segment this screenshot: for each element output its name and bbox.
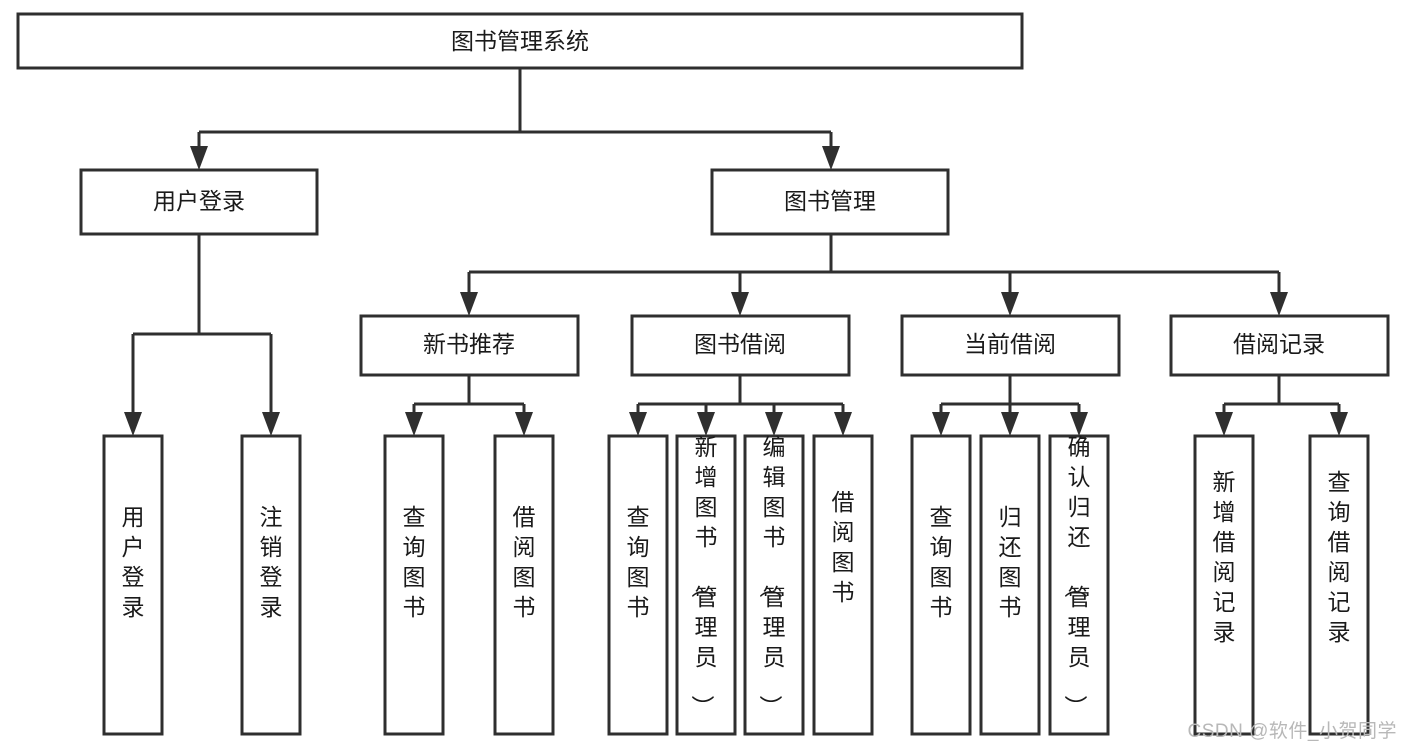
leaf-new-book-2-box[interactable] xyxy=(493,434,555,736)
node-book-manage-label: 图书管理 xyxy=(784,188,876,214)
leaf-borrow-record-1-label: 新增借阅记录 xyxy=(1213,469,1236,645)
arrow-borrow-leaf2 xyxy=(697,412,715,436)
leaf-book-borrow-4-label: 借阅图书 xyxy=(832,489,855,605)
node-root-box[interactable] xyxy=(16,12,1024,70)
leaf-new-book-1-box[interactable] xyxy=(383,434,445,736)
arrow-new-leaf1 xyxy=(405,412,423,436)
arrow-bm-to-record xyxy=(1270,292,1288,316)
leaf-book-borrow-2-box[interactable] xyxy=(675,434,737,736)
node-book-manage[interactable]: 图书管理 xyxy=(710,168,950,236)
leaf-book-borrow-1-label: 查询图书 xyxy=(627,504,650,620)
leaf-book-borrow-2[interactable]: 新增图书（管理员） xyxy=(675,434,737,736)
arrow-new-leaf2 xyxy=(515,412,533,436)
leaf-current-borrow-2-box[interactable] xyxy=(979,434,1041,736)
leaf-current-borrow-1[interactable]: 查询图书 xyxy=(910,434,972,736)
node-new-book-recommend-label: 新书推荐 xyxy=(423,331,515,357)
leaf-user-login-1-label: 用户登录 xyxy=(122,504,145,620)
arrow-root-to-user-login xyxy=(190,146,208,170)
node-current-borrow-box[interactable] xyxy=(900,314,1121,377)
leaf-user-login-1[interactable]: 用户登录 xyxy=(102,434,164,736)
leaf-new-book-1-label: 查询图书 xyxy=(403,504,426,620)
leaf-book-borrow-4[interactable]: 借阅图书 xyxy=(812,434,874,736)
leaf-current-borrow-1-box[interactable] xyxy=(910,434,972,736)
node-user-login-box[interactable] xyxy=(79,168,319,236)
leaf-current-borrow-2-label: 归还图书 xyxy=(999,504,1022,620)
node-root[interactable]: 图书管理系统 xyxy=(16,12,1024,70)
node-borrow-record[interactable]: 借阅记录 xyxy=(1169,314,1390,377)
leaf-book-borrow-3-label: 编辑图书（管理员） xyxy=(758,434,786,718)
arrow-current-leaf2 xyxy=(1001,412,1019,436)
edge-layer xyxy=(124,68,1348,436)
leaf-current-borrow-3[interactable]: 确认归还（管理员） xyxy=(1048,434,1110,736)
arrow-borrow-leaf4 xyxy=(834,412,852,436)
arrow-borrow-leaf3 xyxy=(765,412,783,436)
leaf-book-borrow-1[interactable]: 查询图书 xyxy=(607,434,669,736)
node-borrow-record-label: 借阅记录 xyxy=(1233,331,1325,357)
leaf-current-borrow-3-label: 确认归还（管理员） xyxy=(1063,434,1091,718)
arrow-bm-to-new xyxy=(460,292,478,316)
leaf-borrow-record-2-box[interactable] xyxy=(1308,434,1370,736)
arrow-bm-to-borrow xyxy=(731,292,749,316)
leaf-user-login-2[interactable]: 注销登录 xyxy=(240,434,302,736)
arrow-ul-leaf2 xyxy=(262,412,280,436)
arrow-current-leaf3 xyxy=(1070,412,1088,436)
node-user-login[interactable]: 用户登录 xyxy=(79,168,319,236)
node-new-book-recommend[interactable]: 新书推荐 xyxy=(359,314,580,377)
node-book-borrow-box[interactable] xyxy=(630,314,851,377)
leaf-book-borrow-3-box[interactable] xyxy=(743,434,805,736)
node-user-login-label: 用户登录 xyxy=(153,188,245,214)
leaf-book-borrow-3[interactable]: 编辑图书（管理员） xyxy=(743,434,805,736)
leaf-book-borrow-1-box[interactable] xyxy=(607,434,669,736)
leaf-user-login-2-label: 注销登录 xyxy=(260,504,283,620)
leaf-current-borrow-3-box[interactable] xyxy=(1048,434,1110,736)
arrow-ul-leaf1 xyxy=(124,412,142,436)
leaf-borrow-record-2[interactable]: 查询借阅记录 xyxy=(1308,434,1370,736)
node-current-borrow-label: 当前借阅 xyxy=(964,331,1056,357)
leaf-current-borrow-1-label: 查询图书 xyxy=(930,504,953,620)
leaf-user-login-1-box[interactable] xyxy=(102,434,164,736)
leaf-user-login-2-box[interactable] xyxy=(240,434,302,736)
arrow-borrow-leaf1 xyxy=(629,412,647,436)
node-book-borrow[interactable]: 图书借阅 xyxy=(630,314,851,377)
leaf-borrow-record-1-box[interactable] xyxy=(1193,434,1255,736)
arrow-record-leaf2 xyxy=(1330,412,1348,436)
arrow-bm-to-current xyxy=(1001,292,1019,316)
node-book-manage-box[interactable] xyxy=(710,168,950,236)
leaf-borrow-record-1[interactable]: 新增借阅记录 xyxy=(1193,434,1255,736)
node-new-book-recommend-box[interactable] xyxy=(359,314,580,377)
arrow-root-to-book-manage xyxy=(822,146,840,170)
leaf-current-borrow-2[interactable]: 归还图书 xyxy=(979,434,1041,736)
leaf-new-book-2-label: 借阅图书 xyxy=(513,504,536,620)
arrow-record-leaf1 xyxy=(1215,412,1233,436)
leaf-borrow-record-2-label: 查询借阅记录 xyxy=(1328,469,1351,645)
node-current-borrow[interactable]: 当前借阅 xyxy=(900,314,1121,377)
arrow-current-leaf1 xyxy=(932,412,950,436)
leaf-new-book-2[interactable]: 借阅图书 xyxy=(493,434,555,736)
leaf-book-borrow-4-box[interactable] xyxy=(812,434,874,736)
leaf-book-borrow-2-label: 新增图书（管理员） xyxy=(690,434,718,718)
leaf-new-book-1[interactable]: 查询图书 xyxy=(383,434,445,736)
node-book-borrow-label: 图书借阅 xyxy=(694,331,786,357)
node-root-label: 图书管理系统 xyxy=(451,28,589,54)
node-borrow-record-box[interactable] xyxy=(1169,314,1390,377)
